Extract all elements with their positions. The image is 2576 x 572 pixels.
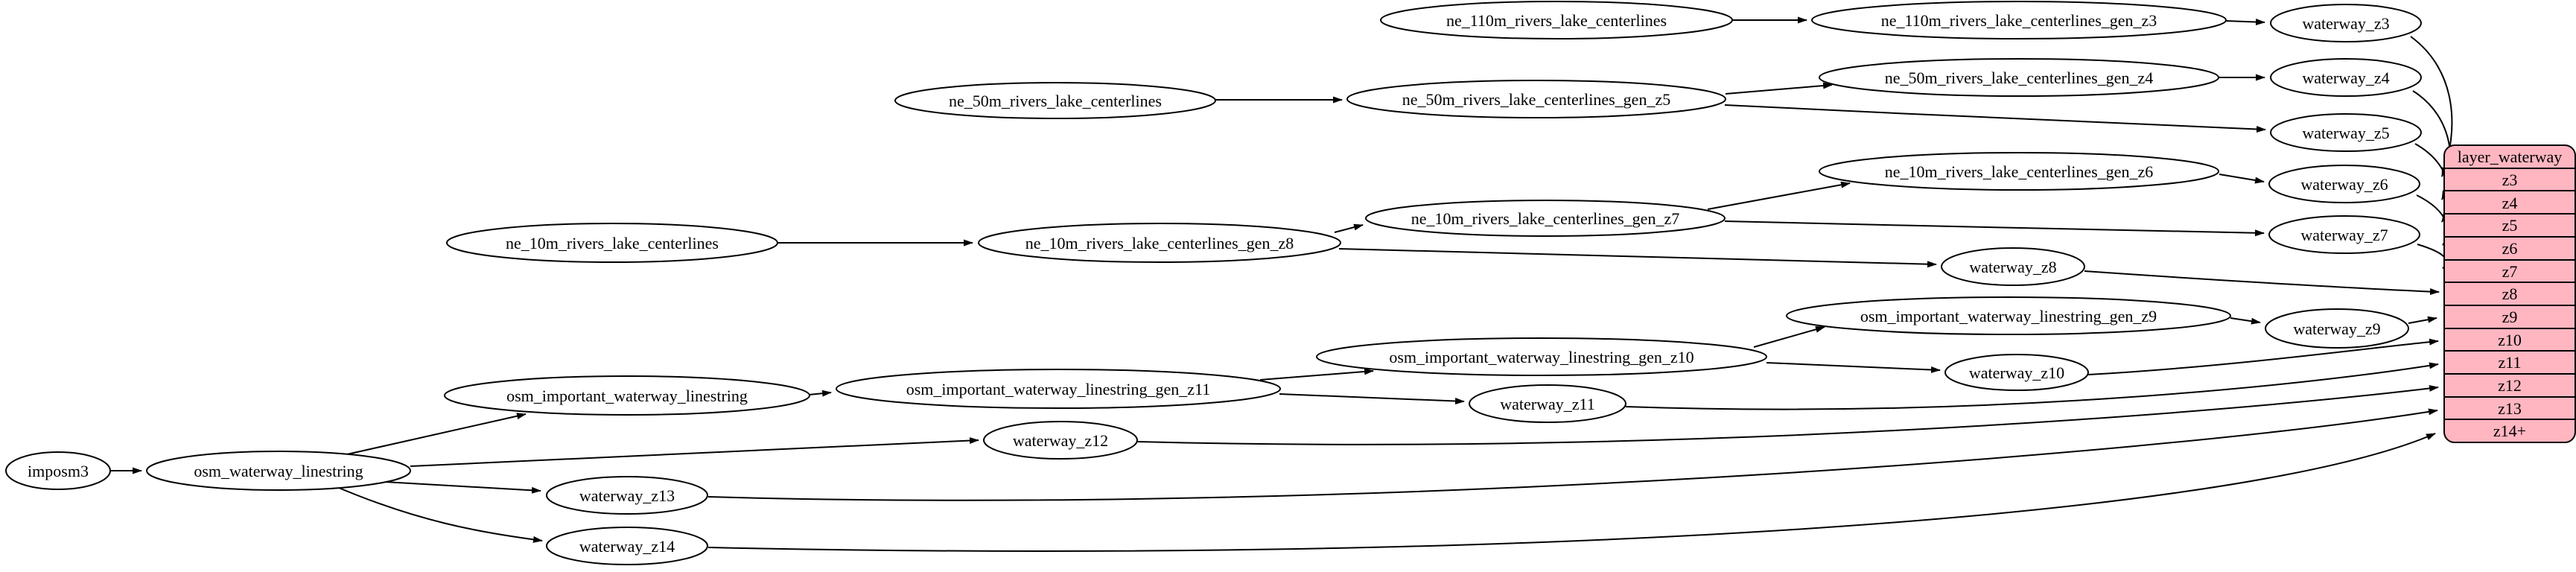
edge-osm-waterway-linestring-waterway-z12 bbox=[410, 437, 979, 467]
edge-gen-z7-waterway-z7 bbox=[1724, 220, 2265, 237]
record-row-z10: z10 bbox=[2498, 331, 2522, 349]
node-waterway-z6: waterway_z6 bbox=[2268, 165, 2420, 203]
svg-text:waterway_z7: waterway_z7 bbox=[2300, 226, 2388, 244]
svg-text:osm_important_waterway_linestr: osm_important_waterway_linestring_gen_z9 bbox=[1860, 307, 2157, 325]
node-ne-10m-rivers-lake-centerlines-gen-z8: ne_10m_rivers_lake_centerlines_gen_z8 bbox=[978, 223, 1341, 263]
svg-text:waterway_z6: waterway_z6 bbox=[2300, 175, 2388, 194]
node-waterway-z7: waterway_z7 bbox=[2268, 215, 2420, 254]
record-row-z6: z6 bbox=[2502, 239, 2518, 258]
node-osm-important-waterway-linestring: osm_important_waterway_linestring bbox=[444, 375, 810, 416]
record-row-z4: z4 bbox=[2502, 194, 2518, 212]
node-osm-waterway-linestring: osm_waterway_linestring bbox=[146, 451, 411, 491]
node-ne-10m-rivers-lake-centerlines-gen-z6: ne_10m_rivers_lake_centerlines_gen_z6 bbox=[1819, 152, 2219, 191]
edge-gen-z10-gen-z9 bbox=[1753, 325, 1825, 348]
record-row-z12: z12 bbox=[2498, 376, 2522, 395]
record-row-z14plus: z14+ bbox=[2493, 422, 2526, 440]
node-ne-110m-rivers-lake-centerlines-gen-z3: ne_110m_rivers_lake_centerlines_gen_z3 bbox=[1811, 1, 2227, 39]
node-ne-50m-rivers-lake-centerlines: ne_50m_rivers_lake_centerlines bbox=[894, 82, 1216, 119]
node-ne-50m-rivers-lake-centerlines-gen-z4: ne_50m_rivers_lake_centerlines_gen_z4 bbox=[1819, 58, 2219, 97]
edge-gen-z5-waterway-z5 bbox=[1724, 104, 2266, 133]
record-body bbox=[2443, 144, 2576, 443]
edge-waterway-z13-record-z13 bbox=[707, 408, 2438, 501]
svg-text:waterway_z10: waterway_z10 bbox=[1969, 363, 2064, 382]
svg-text:ne_10m_rivers_lake_centerlines: ne_10m_rivers_lake_centerlines bbox=[506, 234, 719, 252]
svg-text:waterway_z13: waterway_z13 bbox=[579, 486, 675, 505]
svg-text:waterway_z12: waterway_z12 bbox=[1013, 431, 1108, 450]
record-row-z3: z3 bbox=[2502, 171, 2518, 189]
svg-text:ne_110m_rivers_lake_centerline: ne_110m_rivers_lake_centerlines bbox=[1446, 11, 1667, 30]
edge-waterway-z9-record-z9 bbox=[2408, 316, 2437, 324]
record-title: layer_waterway bbox=[2458, 147, 2562, 166]
node-osm-important-waterway-linestring-gen-z11: osm_important_waterway_linestring_gen_z1… bbox=[836, 369, 1281, 409]
svg-text:ne_10m_rivers_lake_centerlines: ne_10m_rivers_lake_centerlines_gen_z6 bbox=[1885, 162, 2153, 181]
record-row-z13: z13 bbox=[2498, 399, 2522, 418]
edge-osm-important-waterway-linestring-gen-z11 bbox=[808, 390, 832, 397]
edge-waterway-z7-record-z7 bbox=[2417, 244, 2452, 269]
node-waterway-z11: waterway_z11 bbox=[1469, 384, 1626, 423]
edge-gen-z5-gen-z4 bbox=[1725, 82, 1833, 95]
edge-gen-z7-gen-z6 bbox=[1707, 181, 1851, 210]
record-layer-waterway: layer_waterway z3 z4 z5 z6 z7 z8 z9 z10 … bbox=[2443, 144, 2576, 443]
node-waterway-z9: waterway_z9 bbox=[2265, 308, 2409, 349]
edge-gen-z11-waterway-z11 bbox=[1279, 393, 1465, 405]
edge-waterway-z14-record-z14plus bbox=[707, 433, 2436, 552]
svg-text:waterway_z5: waterway_z5 bbox=[2302, 124, 2389, 142]
edge-waterway-z10-record-z10 bbox=[2087, 338, 2439, 375]
edge-osm-waterway-linestring-waterway-z13 bbox=[372, 480, 541, 494]
svg-text:osm_important_waterway_linestr: osm_important_waterway_linestring_gen_z1… bbox=[1389, 348, 1694, 366]
svg-text:waterway_z3: waterway_z3 bbox=[2302, 14, 2389, 33]
node-osm-important-waterway-linestring-gen-z9: osm_important_waterway_linestring_gen_z9 bbox=[1786, 296, 2231, 335]
node-waterway-z8: waterway_z8 bbox=[1941, 247, 2085, 286]
node-waterway-z12: waterway_z12 bbox=[983, 421, 1138, 460]
svg-text:osm_important_waterway_linestr: osm_important_waterway_linestring bbox=[506, 387, 748, 405]
node-ne-10m-rivers-lake-centerlines-gen-z7: ne_10m_rivers_lake_centerlines_gen_z7 bbox=[1365, 200, 1726, 237]
svg-text:ne_50m_rivers_lake_centerlines: ne_50m_rivers_lake_centerlines_gen_z5 bbox=[1402, 90, 1670, 109]
node-waterway-z14: waterway_z14 bbox=[546, 527, 708, 565]
svg-text:waterway_z9: waterway_z9 bbox=[2293, 320, 2380, 338]
node-waterway-z13: waterway_z13 bbox=[546, 476, 708, 515]
node-waterway-z5: waterway_z5 bbox=[2270, 113, 2422, 152]
node-waterway-z4: waterway_z4 bbox=[2270, 58, 2422, 97]
edge-gen-z9-waterway-z9 bbox=[2230, 317, 2261, 325]
svg-text:osm_important_waterway_linestr: osm_important_waterway_linestring_gen_z1… bbox=[906, 380, 1211, 398]
edges-layer bbox=[110, 16, 2453, 552]
record-row-z11: z11 bbox=[2499, 353, 2522, 372]
node-waterway-z10: waterway_z10 bbox=[1944, 354, 2089, 391]
edge-gen-z6-waterway-z6 bbox=[2219, 174, 2265, 184]
edge-osm-waterway-linestring-waterway-z14 bbox=[333, 485, 543, 543]
nodes-layer: imposm3 osm_waterway_linestring osm_impo… bbox=[5, 1, 2422, 565]
edge-gen-z10-waterway-z10 bbox=[1766, 362, 1941, 373]
svg-text:waterway_z8: waterway_z8 bbox=[1969, 258, 2056, 276]
edge-gen-z8-gen-z7 bbox=[1334, 223, 1364, 233]
record-row-z9: z9 bbox=[2502, 308, 2518, 326]
record-row-z5: z5 bbox=[2502, 216, 2518, 235]
edge-gen-z11-gen-z10 bbox=[1259, 368, 1374, 381]
edge-gen-z3-waterway-z3 bbox=[2225, 19, 2265, 26]
edge-waterway-z12-record-z12 bbox=[1136, 384, 2439, 445]
node-ne-10m-rivers-lake-centerlines: ne_10m_rivers_lake_centerlines bbox=[446, 223, 778, 263]
record-row-z8: z8 bbox=[2502, 285, 2518, 303]
svg-text:ne_110m_rivers_lake_centerline: ne_110m_rivers_lake_centerlines_gen_z3 bbox=[1881, 11, 2157, 30]
node-ne-50m-rivers-lake-centerlines-gen-z5: ne_50m_rivers_lake_centerlines_gen_z5 bbox=[1346, 80, 1726, 118]
svg-text:ne_50m_rivers_lake_centerlines: ne_50m_rivers_lake_centerlines bbox=[949, 92, 1162, 110]
node-waterway-z3: waterway_z3 bbox=[2270, 4, 2422, 42]
svg-text:osm_waterway_linestring: osm_waterway_linestring bbox=[194, 462, 363, 480]
svg-text:ne_10m_rivers_lake_centerlines: ne_10m_rivers_lake_centerlines_gen_z7 bbox=[1411, 209, 1679, 228]
node-osm-important-waterway-linestring-gen-z10: osm_important_waterway_linestring_gen_z1… bbox=[1316, 337, 1767, 376]
svg-text:imposm3: imposm3 bbox=[28, 462, 89, 480]
edge-osm-waterway-linestring-osm-important-waterway-linestring bbox=[346, 413, 527, 455]
svg-text:waterway_z14: waterway_z14 bbox=[579, 537, 675, 556]
record-row-z7: z7 bbox=[2502, 262, 2518, 281]
svg-text:ne_50m_rivers_lake_centerlines: ne_50m_rivers_lake_centerlines_gen_z4 bbox=[1885, 69, 2153, 87]
svg-text:waterway_z4: waterway_z4 bbox=[2302, 69, 2389, 87]
edge-waterway-z11-record-z11 bbox=[1625, 362, 2439, 410]
edge-gen-z8-waterway-z8 bbox=[1338, 248, 1937, 268]
node-imposm3: imposm3 bbox=[5, 451, 111, 490]
svg-text:waterway_z11: waterway_z11 bbox=[1500, 395, 1594, 413]
svg-text:ne_10m_rivers_lake_centerlines: ne_10m_rivers_lake_centerlines_gen_z8 bbox=[1025, 234, 1294, 252]
edge-waterway-z8-record-z8 bbox=[2084, 270, 2440, 295]
node-ne-110m-rivers-lake-centerlines: ne_110m_rivers_lake_centerlines bbox=[1380, 1, 1733, 39]
